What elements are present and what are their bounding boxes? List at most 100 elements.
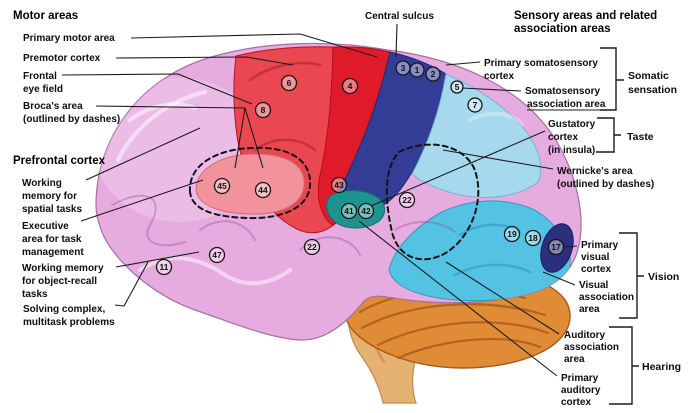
brodmann-marker-45: 45 xyxy=(213,177,231,195)
label-gustatory-line3: (in insula) xyxy=(548,145,595,156)
leader-line-primary-motor xyxy=(130,33,378,58)
leader-line-primary-somatosensory xyxy=(445,61,481,66)
label-auditory-assoc-line2: association xyxy=(564,342,619,353)
bracket-vision xyxy=(619,232,644,319)
leader-lines xyxy=(61,23,614,377)
label-primary-visual-line1: Primary xyxy=(581,240,619,251)
brodmann-number: 8 xyxy=(261,105,266,115)
label-primary-auditory-line2: auditory xyxy=(561,385,601,396)
brodmann-marker-6: 6 xyxy=(280,74,298,92)
brodmann-marker-44: 44 xyxy=(254,181,272,199)
region-primary-visual xyxy=(540,223,574,273)
brodmann-marker-7: 7 xyxy=(467,97,483,113)
leader-line-solving xyxy=(114,261,149,307)
brodmann-number: 18 xyxy=(528,233,538,243)
wernicke-dashed-outline xyxy=(385,143,480,261)
leader-line-auditory-assoc xyxy=(445,261,560,335)
brodmann-markers: 6 4 8 3 1 2 5 7 45 44 43 41 42 22 22 11 … xyxy=(155,60,565,276)
label-frontal-eye-field-line2: eye field xyxy=(23,84,63,95)
label-primary-visual-line2: visual xyxy=(581,252,610,263)
label-wernicke-line2: (outlined by dashes) xyxy=(557,179,654,190)
brodmann-marker-22-parietal: 22 xyxy=(398,191,416,209)
leader-line-executive xyxy=(80,179,204,222)
labels: Motor areas Central sulcus Sensory areas… xyxy=(13,10,681,408)
leader-line-wernicke xyxy=(442,149,554,170)
brodmann-number: 45 xyxy=(217,181,227,191)
label-primary-motor-area: Primary motor area xyxy=(23,33,115,44)
region-broca xyxy=(195,153,305,215)
leader-line-premotor xyxy=(115,56,294,66)
label-premotor-cortex: Premotor cortex xyxy=(23,53,101,64)
bracket-somatic-sensation xyxy=(600,47,624,111)
label-executive-line3: management xyxy=(22,247,84,258)
brodmann-marker-22-temporal: 22 xyxy=(303,238,321,256)
leader-line-wm-object xyxy=(115,251,200,268)
brodmann-number: 43 xyxy=(334,180,344,190)
label-somatosensory-assoc-line1: Somatosensory xyxy=(525,86,600,97)
brodmann-number: 22 xyxy=(307,242,317,252)
label-gustatory-line1: Gustatory xyxy=(548,119,596,130)
label-executive-line2: area for task xyxy=(22,234,82,245)
broca-dashed-outline xyxy=(188,146,312,220)
label-central-sulcus: Central sulcus xyxy=(365,11,434,22)
brodmann-marker-43: 43 xyxy=(330,176,348,194)
label-vision: Vision xyxy=(648,271,679,283)
label-primary-auditory-line1: Primary xyxy=(561,373,599,384)
label-somatic-sensation-line1: Somatic xyxy=(628,70,669,82)
label-somatic-sensation-line2: sensation xyxy=(628,84,677,96)
label-wm-spatial-line2: memory for xyxy=(22,191,77,202)
label-visual-assoc-line3: area xyxy=(579,304,600,315)
label-primary-somatosensory-line1: Primary somatosensory xyxy=(484,58,598,69)
region-gustatory-insula xyxy=(326,190,386,229)
brodmann-number: 11 xyxy=(160,262,169,272)
leader-line-central-sulcus xyxy=(395,23,398,58)
header-motor-areas: Motor areas xyxy=(13,10,78,22)
bracket-taste xyxy=(596,117,621,153)
leader-line-somatosensory-assoc xyxy=(461,87,522,92)
header-sensory-areas-line1: Sensory areas and related xyxy=(514,10,657,22)
label-wm-object-line3: tasks xyxy=(22,289,48,300)
label-primary-visual-line3: cortex xyxy=(581,264,611,275)
leader-line-primary-visual xyxy=(563,245,578,248)
label-primary-auditory-line3: cortex xyxy=(561,397,591,408)
brodmann-marker-5: 5 xyxy=(450,80,464,94)
header-prefrontal-cortex: Prefrontal cortex xyxy=(13,155,106,167)
brodmann-marker-8: 8 xyxy=(254,101,272,119)
label-wm-spatial-line3: spatial tasks xyxy=(22,204,82,215)
brodmann-marker-4: 4 xyxy=(341,77,359,95)
brodmann-number: 22 xyxy=(402,195,412,205)
label-broca-line1: Broca's area xyxy=(23,101,83,112)
label-wernicke-line1: Wernicke's area xyxy=(557,166,633,177)
label-frontal-eye-field-line1: Frontal xyxy=(23,71,57,82)
brodmann-number: 17 xyxy=(551,242,561,252)
region-somatosensory-association xyxy=(411,73,542,198)
brackets xyxy=(596,47,644,405)
leader-line-frontal-eye-field xyxy=(61,73,253,105)
brodmann-number: 41 xyxy=(344,206,354,216)
brodmann-number: 7 xyxy=(473,100,478,110)
brodmann-marker-42: 42 xyxy=(357,202,375,220)
brodmann-marker-19: 19 xyxy=(503,225,521,243)
leader-line-broca xyxy=(95,105,264,169)
brodmann-marker-3: 3 xyxy=(395,60,411,76)
brodmann-marker-1: 1 xyxy=(409,62,425,78)
label-gustatory-line2: cortex xyxy=(548,132,578,143)
label-primary-somatosensory-line2: cortex xyxy=(484,71,514,82)
leader-line-primary-auditory xyxy=(358,220,558,377)
brodmann-number: 19 xyxy=(507,229,517,239)
leader-line-gustatory xyxy=(370,130,546,207)
leader-line-wm-spatial xyxy=(85,127,201,181)
brodmann-number: 2 xyxy=(431,69,436,79)
cerebrum xyxy=(95,42,582,341)
brodmann-number: 47 xyxy=(212,250,222,260)
brodmann-marker-18: 18 xyxy=(524,229,542,247)
brodmann-marker-17: 17 xyxy=(547,238,565,256)
label-wm-spatial-line1: Working xyxy=(22,178,62,189)
label-auditory-assoc-line3: area xyxy=(564,354,585,365)
bracket-hearing xyxy=(609,326,639,405)
label-wm-object-line2: for object-recall xyxy=(22,276,97,287)
brodmann-number: 3 xyxy=(401,63,406,73)
brodmann-marker-47: 47 xyxy=(208,246,226,264)
label-solving-line2: multitask problems xyxy=(23,317,115,328)
brodmann-marker-11: 11 xyxy=(155,258,173,276)
